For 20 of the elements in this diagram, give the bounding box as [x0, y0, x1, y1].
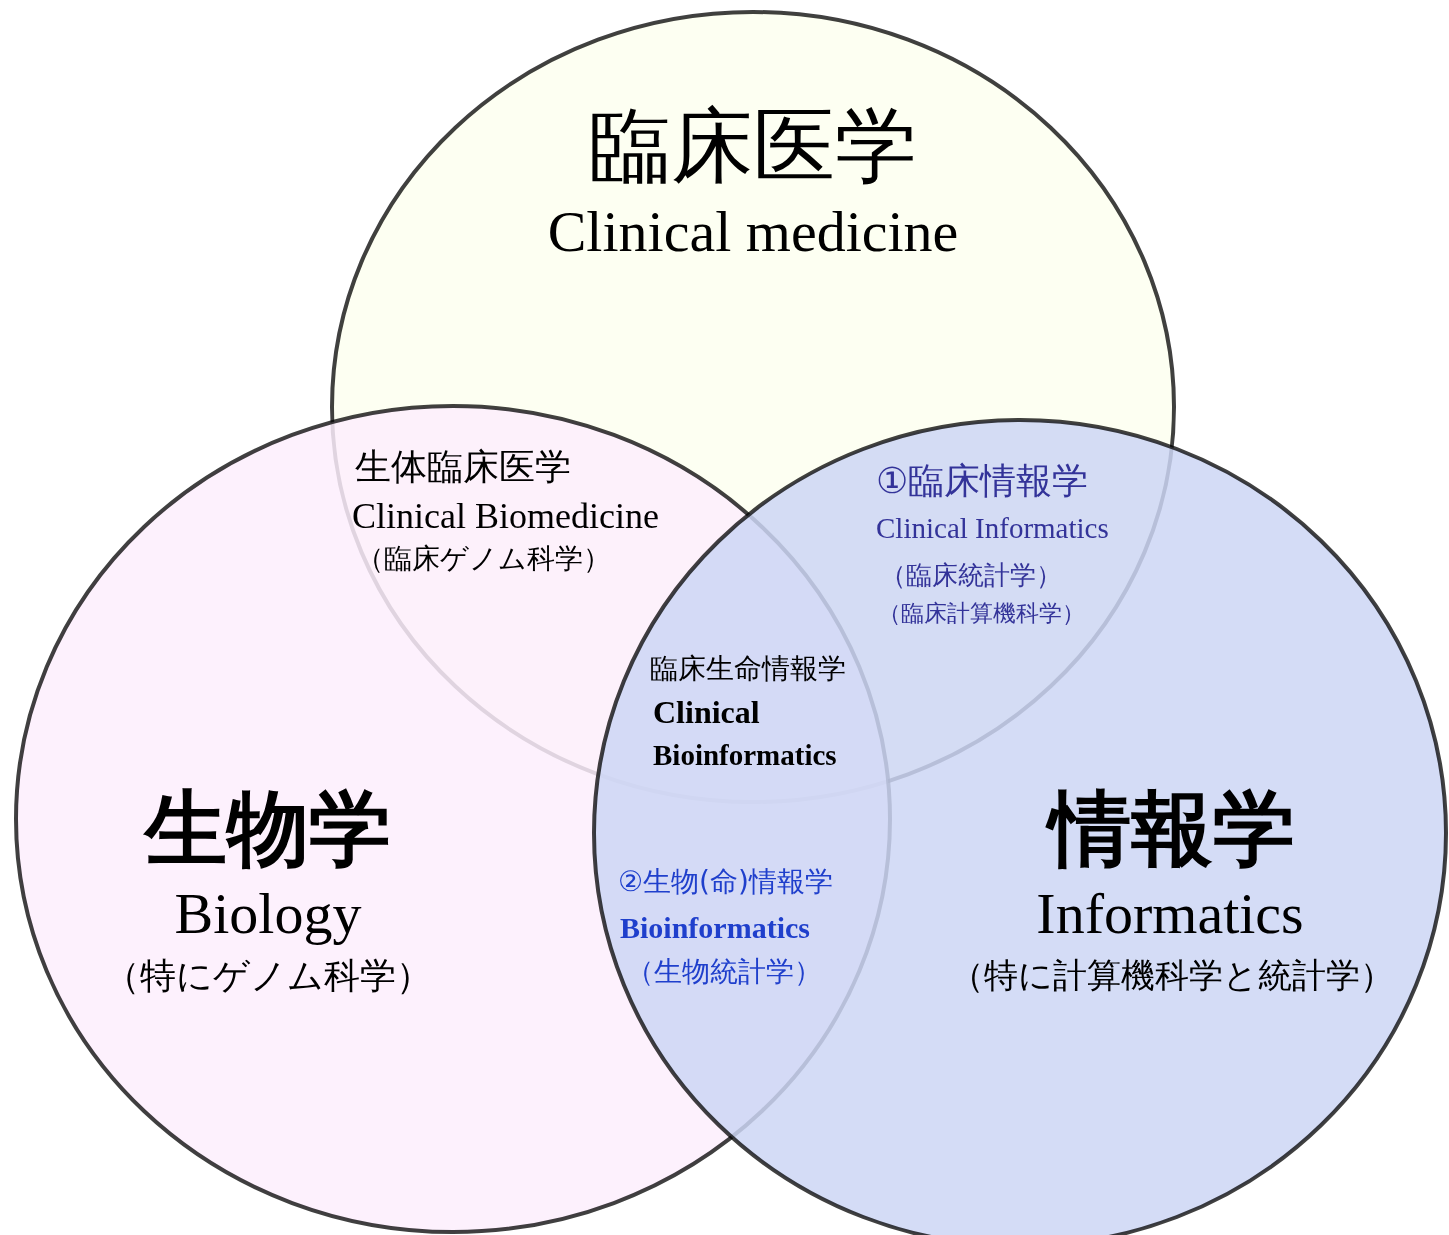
- region-label: ②生物(命)情報学: [618, 868, 833, 896]
- region-label: 臨床生命情報学: [650, 655, 846, 683]
- region-label: （臨床ゲノム科学）: [356, 545, 611, 573]
- region-label: （生物統計学）: [626, 958, 822, 986]
- region-label: Bioinformatics: [653, 741, 837, 770]
- region-label: ①臨床情報学: [876, 463, 1089, 499]
- region-label: Bioinformatics: [620, 913, 810, 943]
- region-label: （臨床計算機科学）: [878, 602, 1085, 625]
- circle-subtitle: Informatics: [1036, 885, 1304, 943]
- circle-note: （特にゲノム科学）: [104, 958, 432, 994]
- region-label: Clinical Informatics: [876, 514, 1109, 543]
- circle-subtitle: Biology: [174, 885, 362, 943]
- circle-note: （特に計算機科学と統計学）: [950, 958, 1394, 992]
- region-label: 生体臨床医学: [355, 449, 571, 485]
- circle-subtitle: Clinical medicine: [547, 203, 959, 261]
- circle-title: 臨床医学: [589, 105, 917, 187]
- region-label: Clinical Biomedicine: [352, 498, 659, 534]
- region-label: （臨床統計学）: [880, 562, 1062, 588]
- circle-title: 生物学: [145, 788, 391, 870]
- region-label: Clinical: [653, 696, 760, 728]
